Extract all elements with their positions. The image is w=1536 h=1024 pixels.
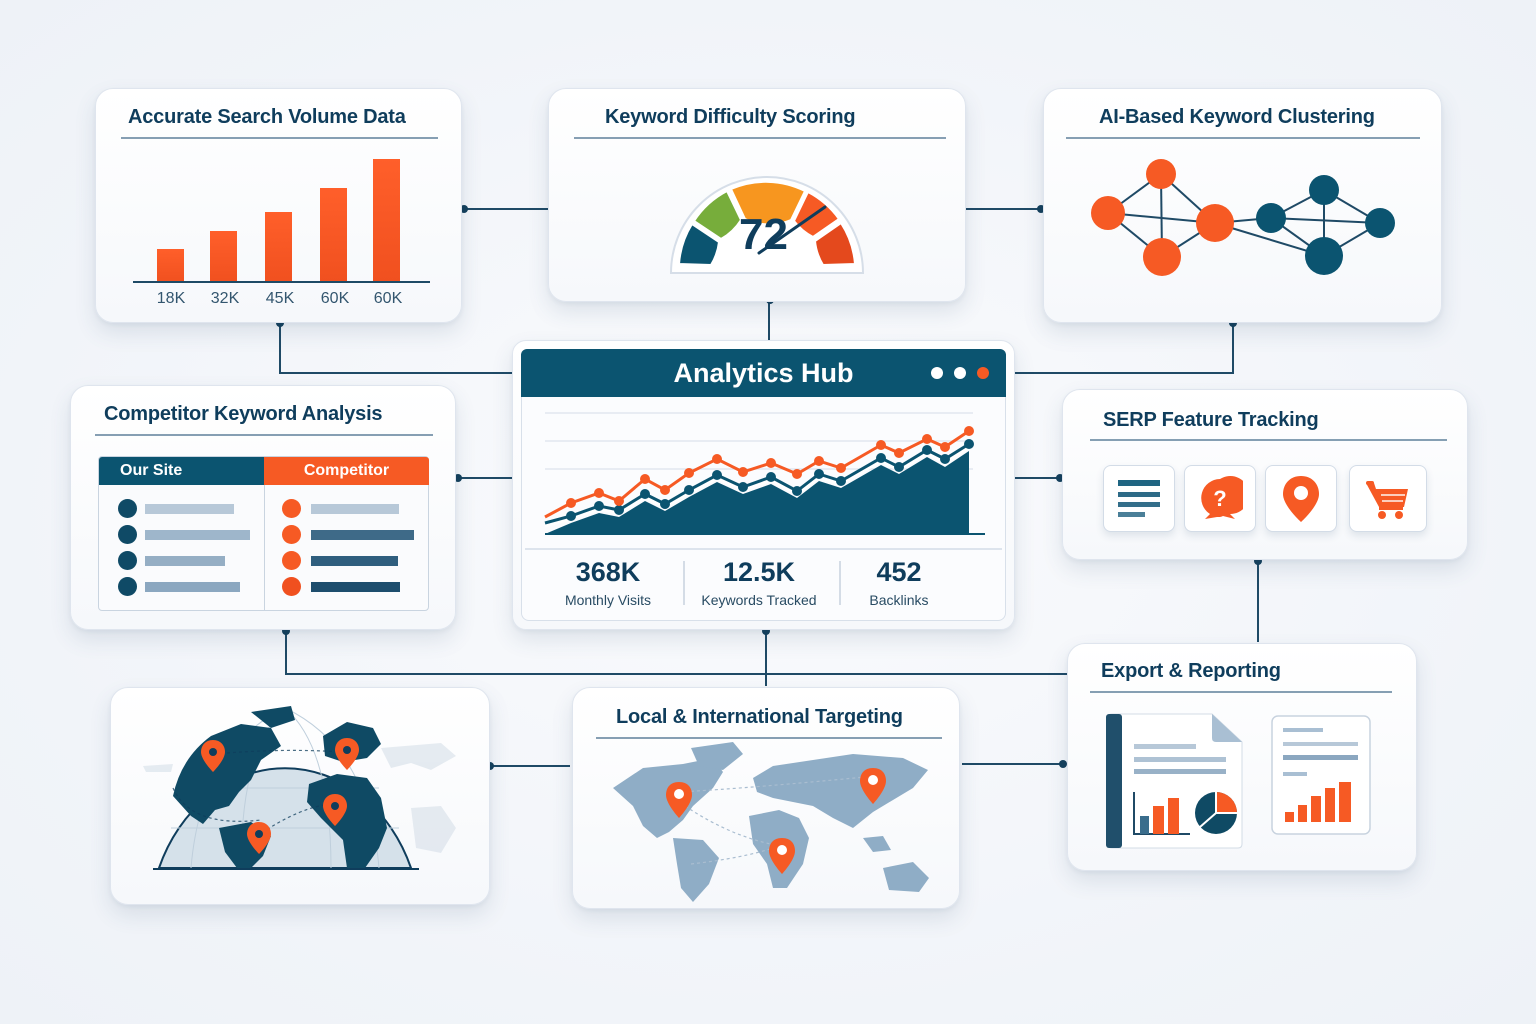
- stat-keywords-tracked: 12.5K Keywords Tracked: [684, 557, 834, 608]
- globe-illustration: [143, 706, 456, 870]
- bar-label: 32K: [210, 290, 240, 307]
- keyword-dot: [282, 577, 301, 596]
- bar-label: 45K: [265, 290, 295, 307]
- traffic-line-chart: [544, 412, 985, 535]
- hub-title-bar: Analytics Hub: [521, 349, 1006, 397]
- stat-label: Keywords Tracked: [701, 592, 817, 608]
- report-document-icon: [1106, 713, 1243, 849]
- keyword-dot: [282, 499, 301, 518]
- serp-tracking-card[interactable]: SERP Feature Tracking ?: [1062, 389, 1468, 560]
- export-reporting-card[interactable]: Export & Reporting: [1067, 643, 1417, 871]
- keyword-bar: [145, 504, 234, 514]
- local-pack-icon: [1283, 475, 1319, 522]
- title-divider: [121, 137, 438, 139]
- window-dot-orange[interactable]: [977, 367, 989, 379]
- keyword-clustering-card[interactable]: AI-Based Keyword Clustering: [1043, 88, 1442, 323]
- bar: [265, 212, 292, 283]
- keyword-bar: [311, 582, 400, 592]
- geo-targeting-card[interactable]: Local & International Targeting: [572, 687, 960, 909]
- title-divider: [95, 434, 433, 436]
- keyword-dot: [118, 577, 137, 596]
- bar-label: 18K: [156, 290, 186, 307]
- comparison-table: Our Site Competitor: [98, 456, 429, 611]
- featured-snippet-tile[interactable]: [1103, 465, 1175, 532]
- window-dot-white[interactable]: [931, 367, 943, 379]
- keyword-bar: [311, 556, 398, 566]
- stat-label: Backlinks: [869, 592, 929, 608]
- hub-title: Analytics Hub: [673, 358, 854, 388]
- stat-separator: [683, 561, 685, 605]
- bar-chart: 18K 32K 45K 60K 60K: [96, 89, 463, 324]
- card-title: Local & International Targeting: [616, 706, 903, 728]
- bar-label: 60K: [320, 290, 350, 307]
- stat-monthly-visits: 368K Monthly Visits: [533, 557, 683, 608]
- search-volume-card[interactable]: Accurate Search Volume Data 18K 32K 45K …: [95, 88, 462, 323]
- window-dot-white[interactable]: [954, 367, 966, 379]
- keyword-dot: [118, 499, 137, 518]
- card-title: Competitor Keyword Analysis: [104, 403, 383, 425]
- hub-divider: [525, 548, 1002, 550]
- x-axis: [133, 281, 430, 283]
- title-divider: [1090, 691, 1392, 693]
- keyword-bar: [311, 504, 399, 514]
- col-header-our-site[interactable]: Our Site: [99, 457, 264, 485]
- card-title: Export & Reporting: [1101, 660, 1281, 682]
- difficulty-score: 72: [739, 210, 788, 259]
- title-divider: [574, 137, 946, 139]
- bar: [210, 231, 237, 283]
- keyword-dot: [282, 551, 301, 570]
- world-map: [613, 742, 929, 902]
- card-title: AI-Based Keyword Clustering: [1099, 106, 1375, 128]
- global-reach-card[interactable]: [110, 687, 490, 905]
- stat-value: 452: [876, 557, 922, 587]
- location-pins: [666, 768, 886, 874]
- keyword-dot: [118, 525, 137, 544]
- bar: [320, 188, 347, 283]
- col-header-label: Competitor: [303, 462, 390, 479]
- stat-value: 368K: [575, 557, 641, 587]
- bar-label: 60K: [373, 290, 403, 307]
- col-header-label: Our Site: [120, 462, 183, 479]
- people-also-ask-icon: ?: [1201, 475, 1243, 519]
- keyword-dot: [118, 551, 137, 570]
- bar: [373, 159, 400, 283]
- competitor-analysis-card[interactable]: Competitor Keyword Analysis Our Site Com…: [70, 385, 456, 630]
- analytics-hub-window[interactable]: Analytics Hub: [512, 340, 1015, 630]
- title-divider: [1090, 439, 1447, 441]
- card-title: Keyword Difficulty Scoring: [605, 106, 856, 128]
- keyword-bar: [145, 530, 250, 540]
- featured-snippet-icon: [1118, 479, 1160, 517]
- location-pins: [201, 738, 359, 854]
- keyword-bar: [311, 530, 414, 540]
- summary-report-icon: [1271, 715, 1371, 835]
- keyword-dot: [282, 525, 301, 544]
- local-pack-tile[interactable]: [1265, 465, 1337, 532]
- title-divider: [596, 737, 942, 739]
- stat-backlinks: 452 Backlinks: [824, 557, 974, 608]
- stat-separator: [839, 561, 841, 605]
- stat-label: Monthly Visits: [564, 592, 652, 608]
- difficulty-gauge: [669, 176, 865, 274]
- keyword-bar: [145, 556, 225, 566]
- shopping-cart-icon: [1366, 480, 1408, 519]
- svg-text:?: ?: [1213, 486, 1226, 511]
- bar: [157, 249, 184, 283]
- col-header-competitor[interactable]: Competitor: [264, 457, 429, 485]
- keyword-difficulty-card[interactable]: Keyword Difficulty Scoring 72: [548, 88, 966, 302]
- stat-value: 12.5K: [722, 557, 796, 587]
- card-title: Accurate Search Volume Data: [128, 106, 406, 128]
- card-title: SERP Feature Tracking: [1103, 409, 1319, 431]
- cluster-network-graph: [1091, 159, 1395, 276]
- column-divider: [264, 485, 265, 610]
- shopping-tile[interactable]: [1349, 465, 1427, 532]
- title-divider: [1066, 137, 1420, 139]
- people-also-ask-tile[interactable]: ?: [1184, 465, 1256, 532]
- keyword-bar: [145, 582, 240, 592]
